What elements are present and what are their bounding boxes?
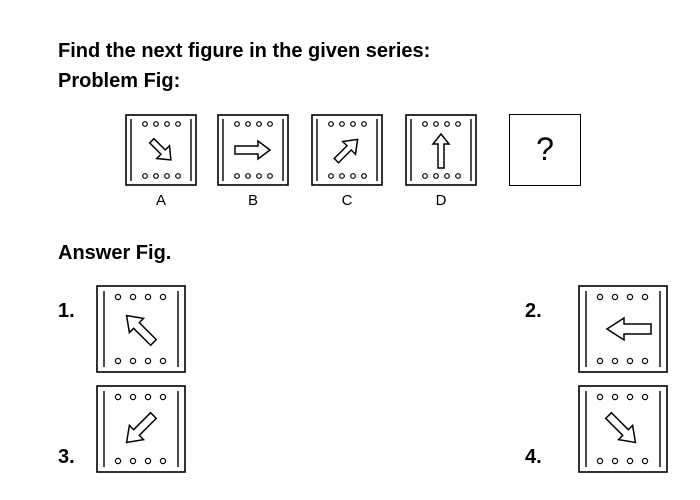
arrow-down-right-icon xyxy=(125,114,197,186)
arrow-up-icon xyxy=(405,114,477,186)
answer-option-3[interactable] xyxy=(96,385,186,473)
question-text: Find the next figure in the given series… xyxy=(58,40,431,62)
arrow-up-left-icon xyxy=(96,285,186,373)
question-mark: ? xyxy=(536,131,554,167)
problem-figures-heading: Problem Fig: xyxy=(58,70,181,92)
problem-figure-c xyxy=(311,114,383,186)
answer-number-2: 2. xyxy=(525,300,542,322)
answer-number-4: 4. xyxy=(525,446,542,468)
answer-number-3: 3. xyxy=(58,446,75,468)
answer-figures-heading: Answer Fig. xyxy=(58,242,172,264)
arrow-down-right-icon xyxy=(578,385,668,473)
arrow-up-right-icon xyxy=(311,114,383,186)
figure-label-b: B xyxy=(247,192,258,209)
answer-option-4[interactable] xyxy=(578,385,668,473)
figure-label-a: A xyxy=(155,192,166,209)
arrow-right-icon xyxy=(217,114,289,186)
problem-figure-b xyxy=(217,114,289,186)
unknown-figure-box: ? xyxy=(509,114,581,186)
answer-option-2[interactable] xyxy=(578,285,668,373)
answer-option-1[interactable] xyxy=(96,285,186,373)
arrow-down-left-icon xyxy=(96,385,186,473)
problem-figure-a xyxy=(125,114,197,186)
problem-figure-d xyxy=(405,114,477,186)
figure-label-c: C xyxy=(341,192,353,209)
answer-number-1: 1. xyxy=(58,300,75,322)
figure-label-d: D xyxy=(435,192,447,209)
arrow-left-icon xyxy=(578,285,668,373)
